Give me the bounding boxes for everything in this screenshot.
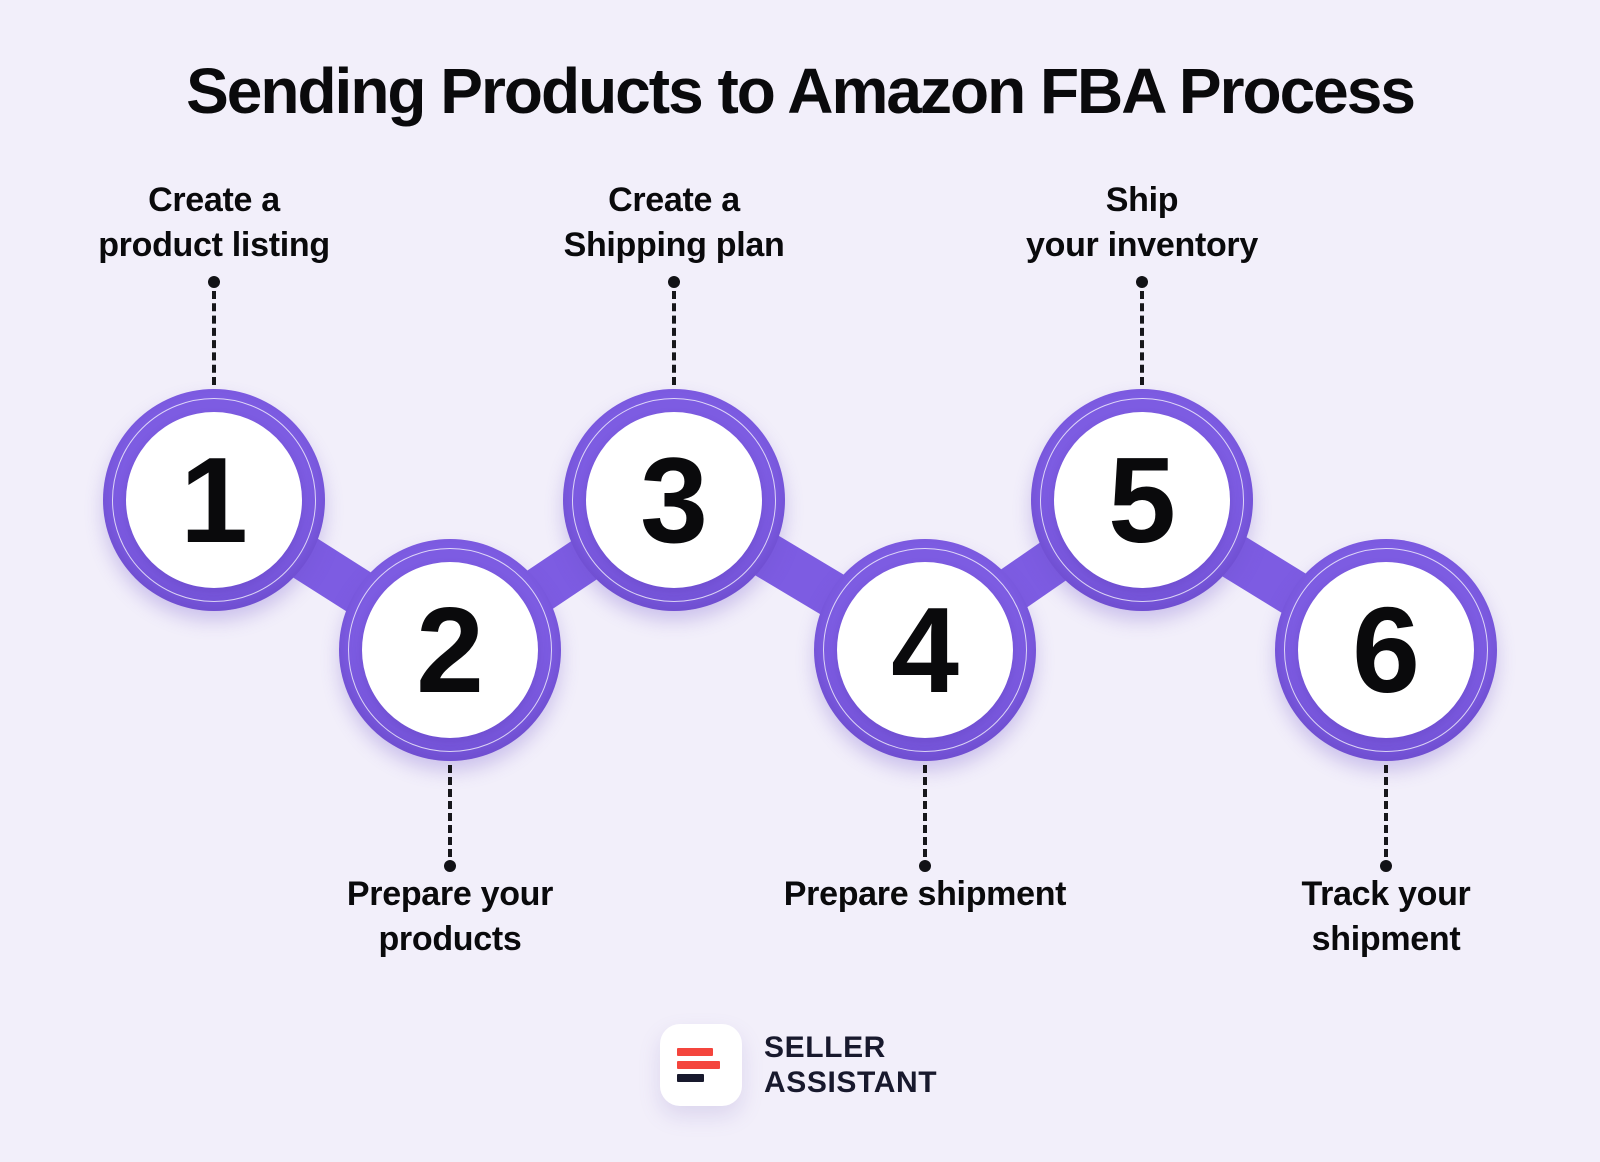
step-1-label-line: Create a (148, 181, 280, 219)
step-1-stem-dot (208, 276, 220, 288)
seller-assistant-logo-text: SELLER ASSISTANT (764, 1030, 937, 1100)
step-5-ring (1040, 398, 1244, 602)
step-3-label-line: Shipping plan (563, 226, 785, 264)
step-2-number: 2 (416, 582, 484, 718)
step-3-circle: 3 (563, 389, 785, 611)
step-3-label: Create a Shipping plan (454, 178, 894, 268)
step-5-label: Ship your inventory (922, 178, 1362, 268)
step-3-stem-dot (668, 276, 680, 288)
seller-assistant-logo: SELLER ASSISTANT (660, 1024, 937, 1106)
step-1-stem (208, 276, 220, 388)
step-5-stem-line (1140, 291, 1144, 385)
step-4-stem-dot (919, 860, 931, 872)
step-2-stem (444, 762, 456, 872)
step-5-label-line: your inventory (1026, 226, 1258, 264)
step-4-stem (919, 762, 931, 872)
step-5-inner-circle: 5 (1054, 412, 1230, 588)
step-4-stem-line (923, 765, 927, 857)
step-2-label-line: products (378, 920, 522, 958)
step-4-ring (823, 548, 1027, 752)
step-2-label-line: Prepare your (346, 875, 554, 913)
step-5-stem-dot (1136, 276, 1148, 288)
logo-red-bar-icon (677, 1048, 713, 1056)
step-2-label: Prepare your products (230, 872, 670, 962)
step-6-label-line: Track your (1301, 875, 1471, 913)
step-3-inner-circle: 3 (586, 412, 762, 588)
step-3-stem (668, 276, 680, 388)
step-6-inner-circle: 6 (1298, 562, 1474, 738)
step-6-stem (1380, 762, 1392, 872)
step-4-label: Prepare shipment (705, 872, 1145, 917)
step-4-number: 4 (891, 582, 959, 718)
step-1-circle: 1 (103, 389, 325, 611)
step-1-number: 1 (180, 432, 248, 568)
step-3-stem-line (672, 291, 676, 385)
step-6-ring (1284, 548, 1488, 752)
step-2-stem-line (448, 765, 452, 857)
step-1-ring (112, 398, 316, 602)
step-3-number: 3 (640, 432, 708, 568)
step-5-label-line: Ship (1105, 181, 1179, 219)
seller-assistant-logo-icon (660, 1024, 742, 1106)
step-6-stem-dot (1380, 860, 1392, 872)
step-6-label-line: shipment (1311, 920, 1461, 958)
step-6-stem-line (1384, 765, 1388, 857)
step-2-ring (348, 548, 552, 752)
step-3-label-line: Create a (608, 181, 740, 219)
step-6-circle: 6 (1275, 539, 1497, 761)
logo-red-bar-icon (677, 1061, 720, 1069)
step-5-circle: 5 (1031, 389, 1253, 611)
step-2-circle: 2 (339, 539, 561, 761)
step-1-label: Create a product listing (0, 178, 434, 268)
step-6-label: Track your shipment (1166, 872, 1600, 962)
step-1-stem-line (212, 291, 216, 385)
step-4-label-line: Prepare shipment (783, 875, 1067, 913)
step-2-inner-circle: 2 (362, 562, 538, 738)
logo-text-line-2: ASSISTANT (764, 1066, 938, 1099)
step-4-circle: 4 (814, 539, 1036, 761)
logo-text-line-1: SELLER (764, 1031, 886, 1064)
step-2-stem-dot (444, 860, 456, 872)
step-3-ring (572, 398, 776, 602)
step-5-number: 5 (1108, 432, 1176, 568)
infographic-title: Sending Products to Amazon FBA Process (186, 55, 1416, 127)
logo-dark-bar-icon (677, 1074, 704, 1082)
step-4-inner-circle: 4 (837, 562, 1013, 738)
step-1-label-line: product listing (98, 226, 330, 264)
step-6-number: 6 (1352, 582, 1420, 718)
step-5-stem (1136, 276, 1148, 388)
step-1-inner-circle: 1 (126, 412, 302, 588)
